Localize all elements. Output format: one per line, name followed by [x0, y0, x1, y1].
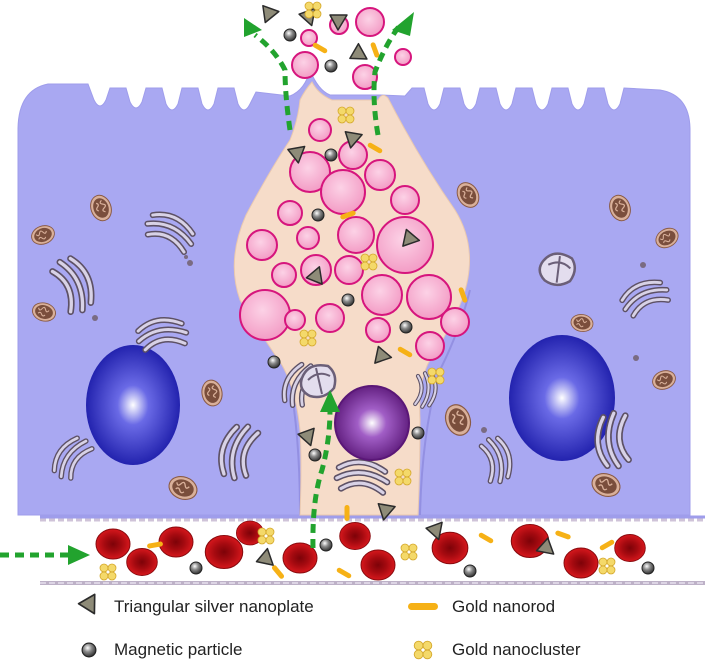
legend-label-nanocluster: Gold nanocluster [452, 640, 581, 659]
triangular-nanoplate-icon [77, 593, 104, 619]
secretory-vesicles [239, 7, 470, 361]
legend-label-nanorod: Gold nanorod [452, 597, 556, 616]
nucleus-right [509, 335, 615, 461]
small-vesicles [92, 255, 646, 433]
magnetic-particle-icon [81, 642, 97, 658]
red-blood-cells [95, 520, 646, 581]
gold-nanocluster-icon [413, 640, 433, 660]
legend-label-magnetic: Magnetic particle [114, 640, 243, 659]
arrowheads [68, 12, 414, 565]
nucleus-left [86, 345, 180, 465]
gold-nanorod-icon [408, 603, 438, 610]
legend-icons [77, 593, 438, 660]
blood-vessel [40, 515, 705, 585]
legend-label-nanoplate: Triangular silver nanoplate [114, 597, 314, 616]
transport-arrows [0, 23, 403, 558]
transcytosis-nucleus [334, 385, 410, 461]
